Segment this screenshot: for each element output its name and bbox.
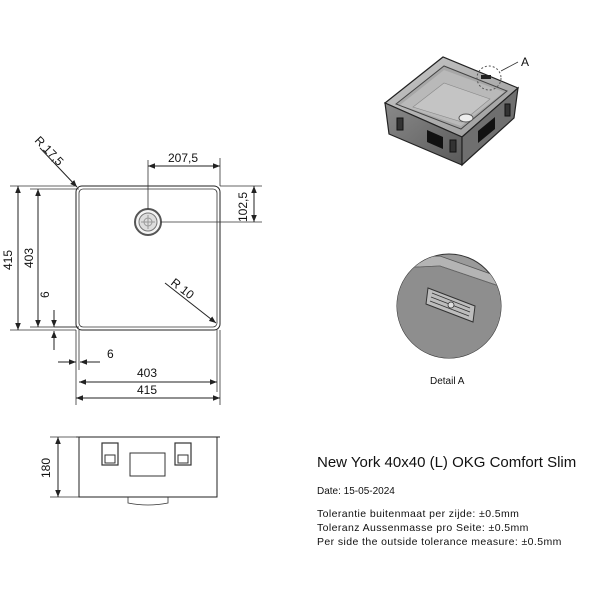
outer-radius-leader xyxy=(39,147,78,188)
sink-top-view: R 17,5 R 10 207,5 102,5 415 403 6 6 xyxy=(1,133,262,405)
drain-icon xyxy=(134,208,162,236)
outer-width-label: 415 xyxy=(137,383,157,397)
inner-height-label: 403 xyxy=(22,248,36,268)
tolerance-dutch: Tolerantie buitenmaat per zijde: ±0.5mm xyxy=(317,508,520,520)
overflow-plate-icon xyxy=(425,287,476,323)
outer-height-label: 415 xyxy=(1,250,15,270)
depth-label: 180 xyxy=(39,458,53,478)
outer-radius-label: R 17,5 xyxy=(32,133,67,168)
detail-a-circle xyxy=(476,65,502,91)
detail-caption: Detail A xyxy=(430,376,465,387)
drain-outlet-icon xyxy=(127,497,169,506)
product-title: New York 40x40 (L) OKG Comfort Slim xyxy=(317,454,577,471)
detail-marker-label: A xyxy=(521,55,529,69)
front-view-body xyxy=(78,436,218,498)
drawing-date: Date: 15-05-2024 xyxy=(317,486,395,497)
inner-radius-label: R 10 xyxy=(168,275,197,302)
drain-offset-y-label: 102,5 xyxy=(236,192,250,222)
inner-width-label: 403 xyxy=(137,366,157,380)
detail-a-view xyxy=(396,253,502,359)
iso-drain-icon xyxy=(458,113,474,123)
rim-bottom-label: 6 xyxy=(38,291,52,298)
mounting-clip-right-icon xyxy=(174,442,192,466)
drain-offset-x-label: 207,5 xyxy=(168,151,198,165)
overflow-slot-icon xyxy=(129,452,166,477)
rim-side-label: 6 xyxy=(107,347,114,361)
mounting-clip-left-icon xyxy=(101,442,119,466)
tolerance-english: Per side the outside tolerance measure: … xyxy=(317,536,562,548)
sink-isometric-view: A xyxy=(383,55,529,167)
inner-radius-leader xyxy=(164,282,217,324)
tolerance-german: Toleranz Aussenmasse pro Seite: ±0.5mm xyxy=(317,522,529,534)
sink-front-view: 180 xyxy=(39,436,220,506)
